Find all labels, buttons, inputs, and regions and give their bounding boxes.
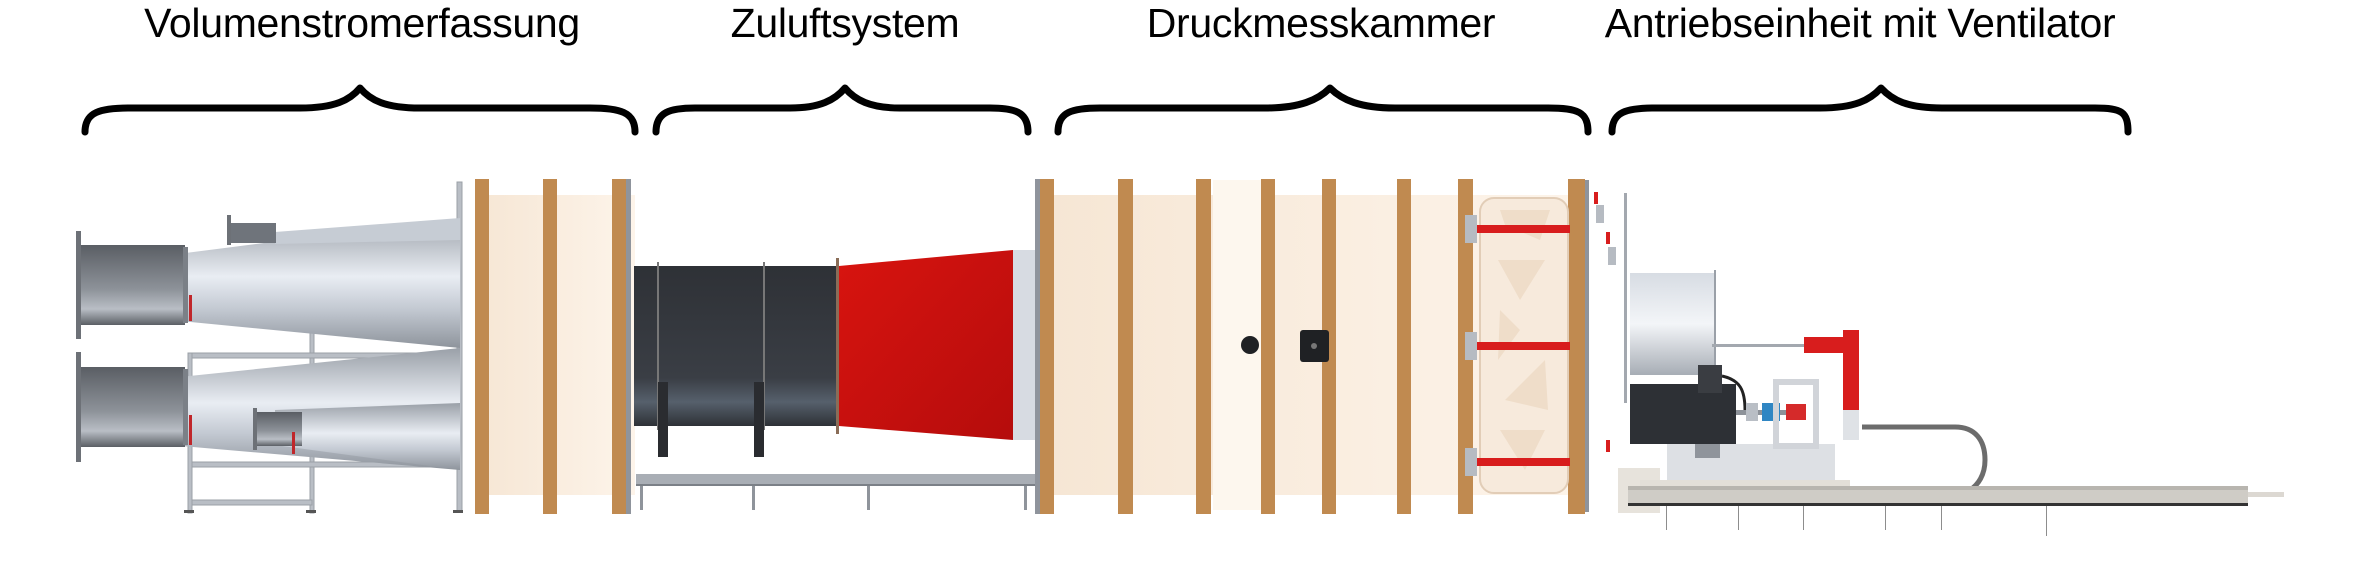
measurement-section-box [475,179,635,514]
label-antriebseinheit-mit-ventilator: Antriebseinheit mit Ventilator [1604,0,2116,46]
base-rail [1628,489,2248,503]
brake-arm [1843,330,1859,410]
bracket-druckmesskammer [1054,84,1592,136]
red-door-straps [1474,225,1570,466]
pressure-measurement-chamber [1040,179,1589,514]
label-druckmesskammer: Druckmesskammer [1146,0,1496,46]
volume-flow-measurement-unit [76,181,463,514]
inlet-nozzle-small-upper [227,215,276,245]
bracket-zuluftsystem [652,84,1032,136]
supply-air-system [634,179,1040,514]
bracket-volumenstromerfassung [81,84,639,136]
bracket-antriebseinheit [1608,84,2132,136]
inlet-nozzle-upper [76,231,188,339]
motor [1630,384,1736,444]
inlet-nozzle-lower [76,352,188,462]
label-zuluftsystem: Zuluftsystem [730,0,960,46]
pressure-port-round [1241,336,1259,354]
fan-housing [1630,273,1714,375]
drive-unit-with-fan [1594,192,2284,536]
label-volumenstromerfassung: Volumenstromerfassung [144,0,580,46]
wooden-frame-ribs [1040,179,1585,514]
